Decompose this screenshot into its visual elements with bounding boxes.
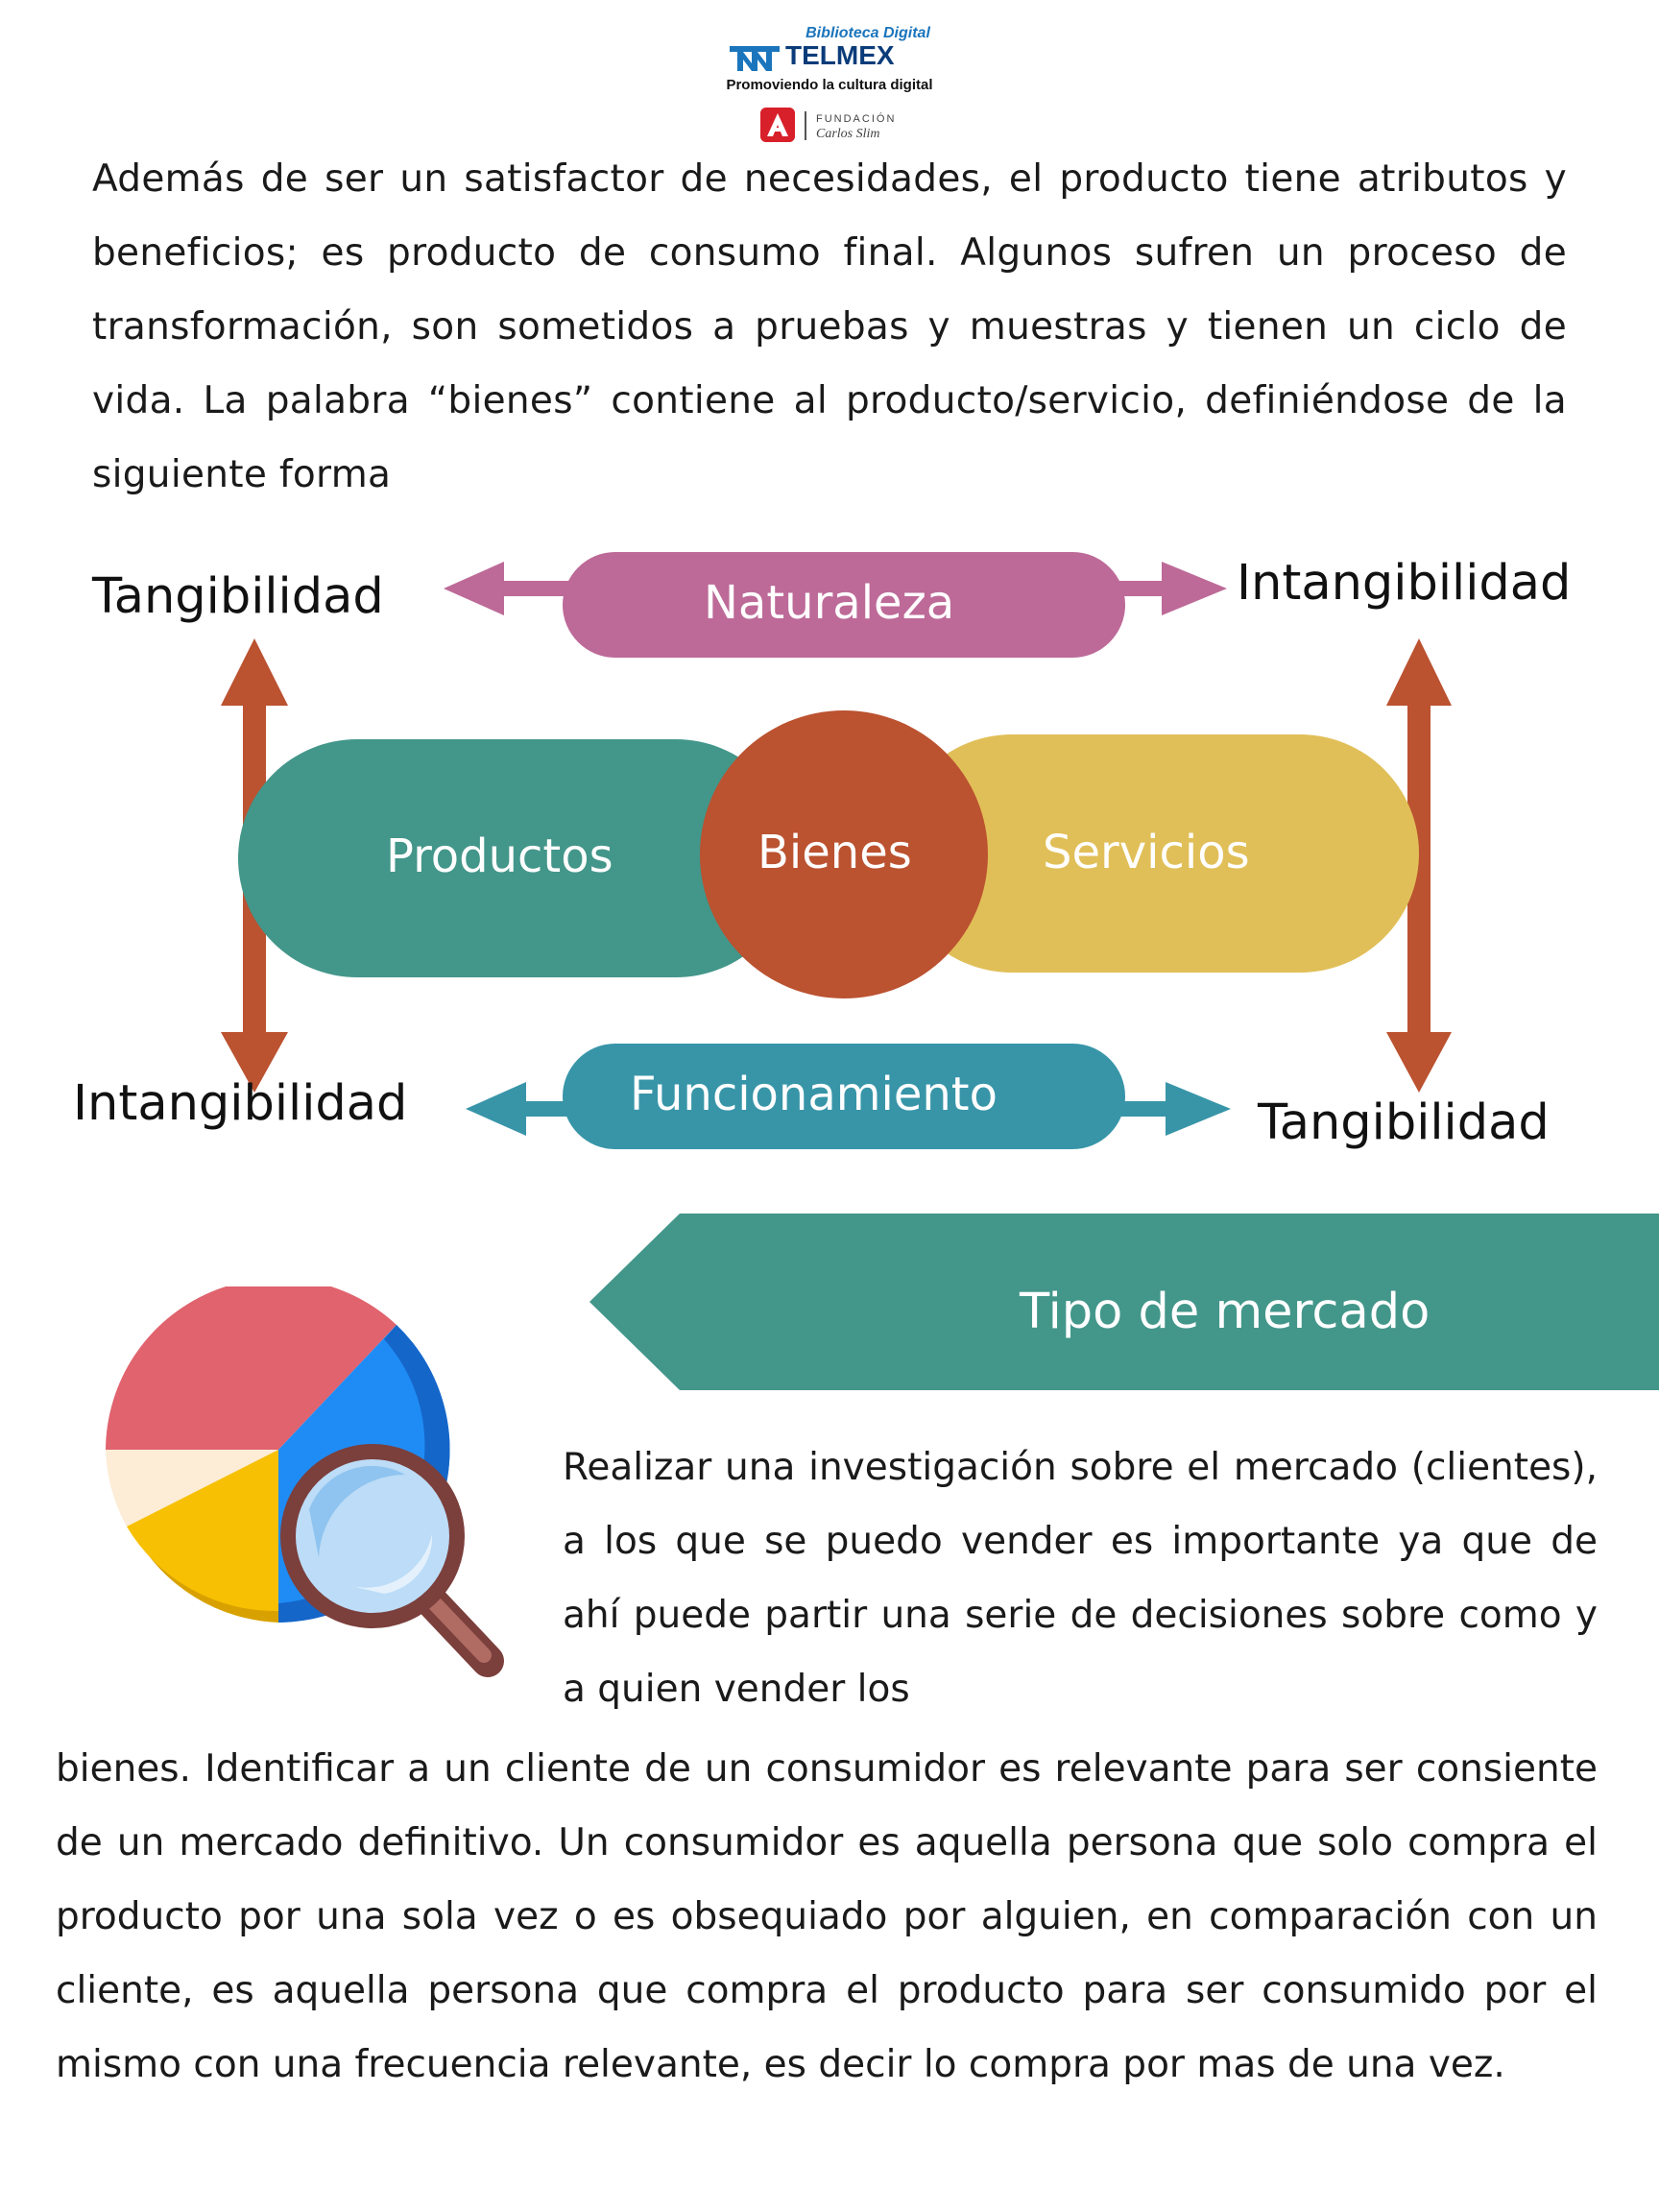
funcionamiento-label: Funcionamiento [630, 1068, 998, 1121]
naturaleza-pill [563, 552, 1125, 658]
bienes-diagram [221, 552, 1452, 1149]
market-paragraph-1: Realizar una investigación sobre el merc… [563, 1446, 1598, 1711]
bienes-circle [700, 710, 988, 998]
naturaleza-arrow [444, 552, 1227, 658]
foundation-label: FUNDACIÓN [816, 113, 897, 125]
funcionamiento-arrow [466, 1044, 1231, 1149]
brand-tagline: Promoviendo la cultura digital [726, 77, 933, 93]
intro-paragraph: Además de ser un satisfactor de necesida… [92, 157, 1567, 496]
servicios-label: Servicios [1043, 826, 1250, 879]
foundation-divider [805, 111, 806, 140]
tipo-mercado-title: Tipo de mercado [1020, 1284, 1431, 1340]
bottom-right-label: Tangibilidad [1258, 1094, 1550, 1151]
brand-name: TELMEX [785, 40, 895, 70]
top-right-label: Intangibilidad [1237, 555, 1572, 612]
market-paragraph-2: bienes. Identificar a un cliente de un c… [56, 1747, 1598, 2086]
funcionamiento-pill [563, 1044, 1125, 1149]
foundation-signature: Carlos Slim [816, 127, 880, 141]
pie-chart-magnifier-icon [106, 1286, 504, 1677]
library-label: Biblioteca Digital [805, 25, 930, 41]
top-left-label: Tangibilidad [92, 568, 384, 625]
right-vertical-arrow [1386, 638, 1452, 1093]
telmex-logo-icon [730, 46, 780, 71]
productos-label: Productos [386, 830, 613, 883]
page-header: Biblioteca Digital TELMEX Promoviendo la… [0, 19, 1659, 154]
foundation-logo-icon [760, 108, 795, 142]
servicios-pill [893, 734, 1419, 973]
productos-pill [238, 739, 795, 977]
bottom-left-label: Intangibilidad [73, 1075, 408, 1132]
naturaleza-label: Naturaleza [704, 576, 955, 630]
tipo-mercado-banner [589, 1214, 1659, 1390]
bienes-label: Bienes [757, 826, 912, 879]
